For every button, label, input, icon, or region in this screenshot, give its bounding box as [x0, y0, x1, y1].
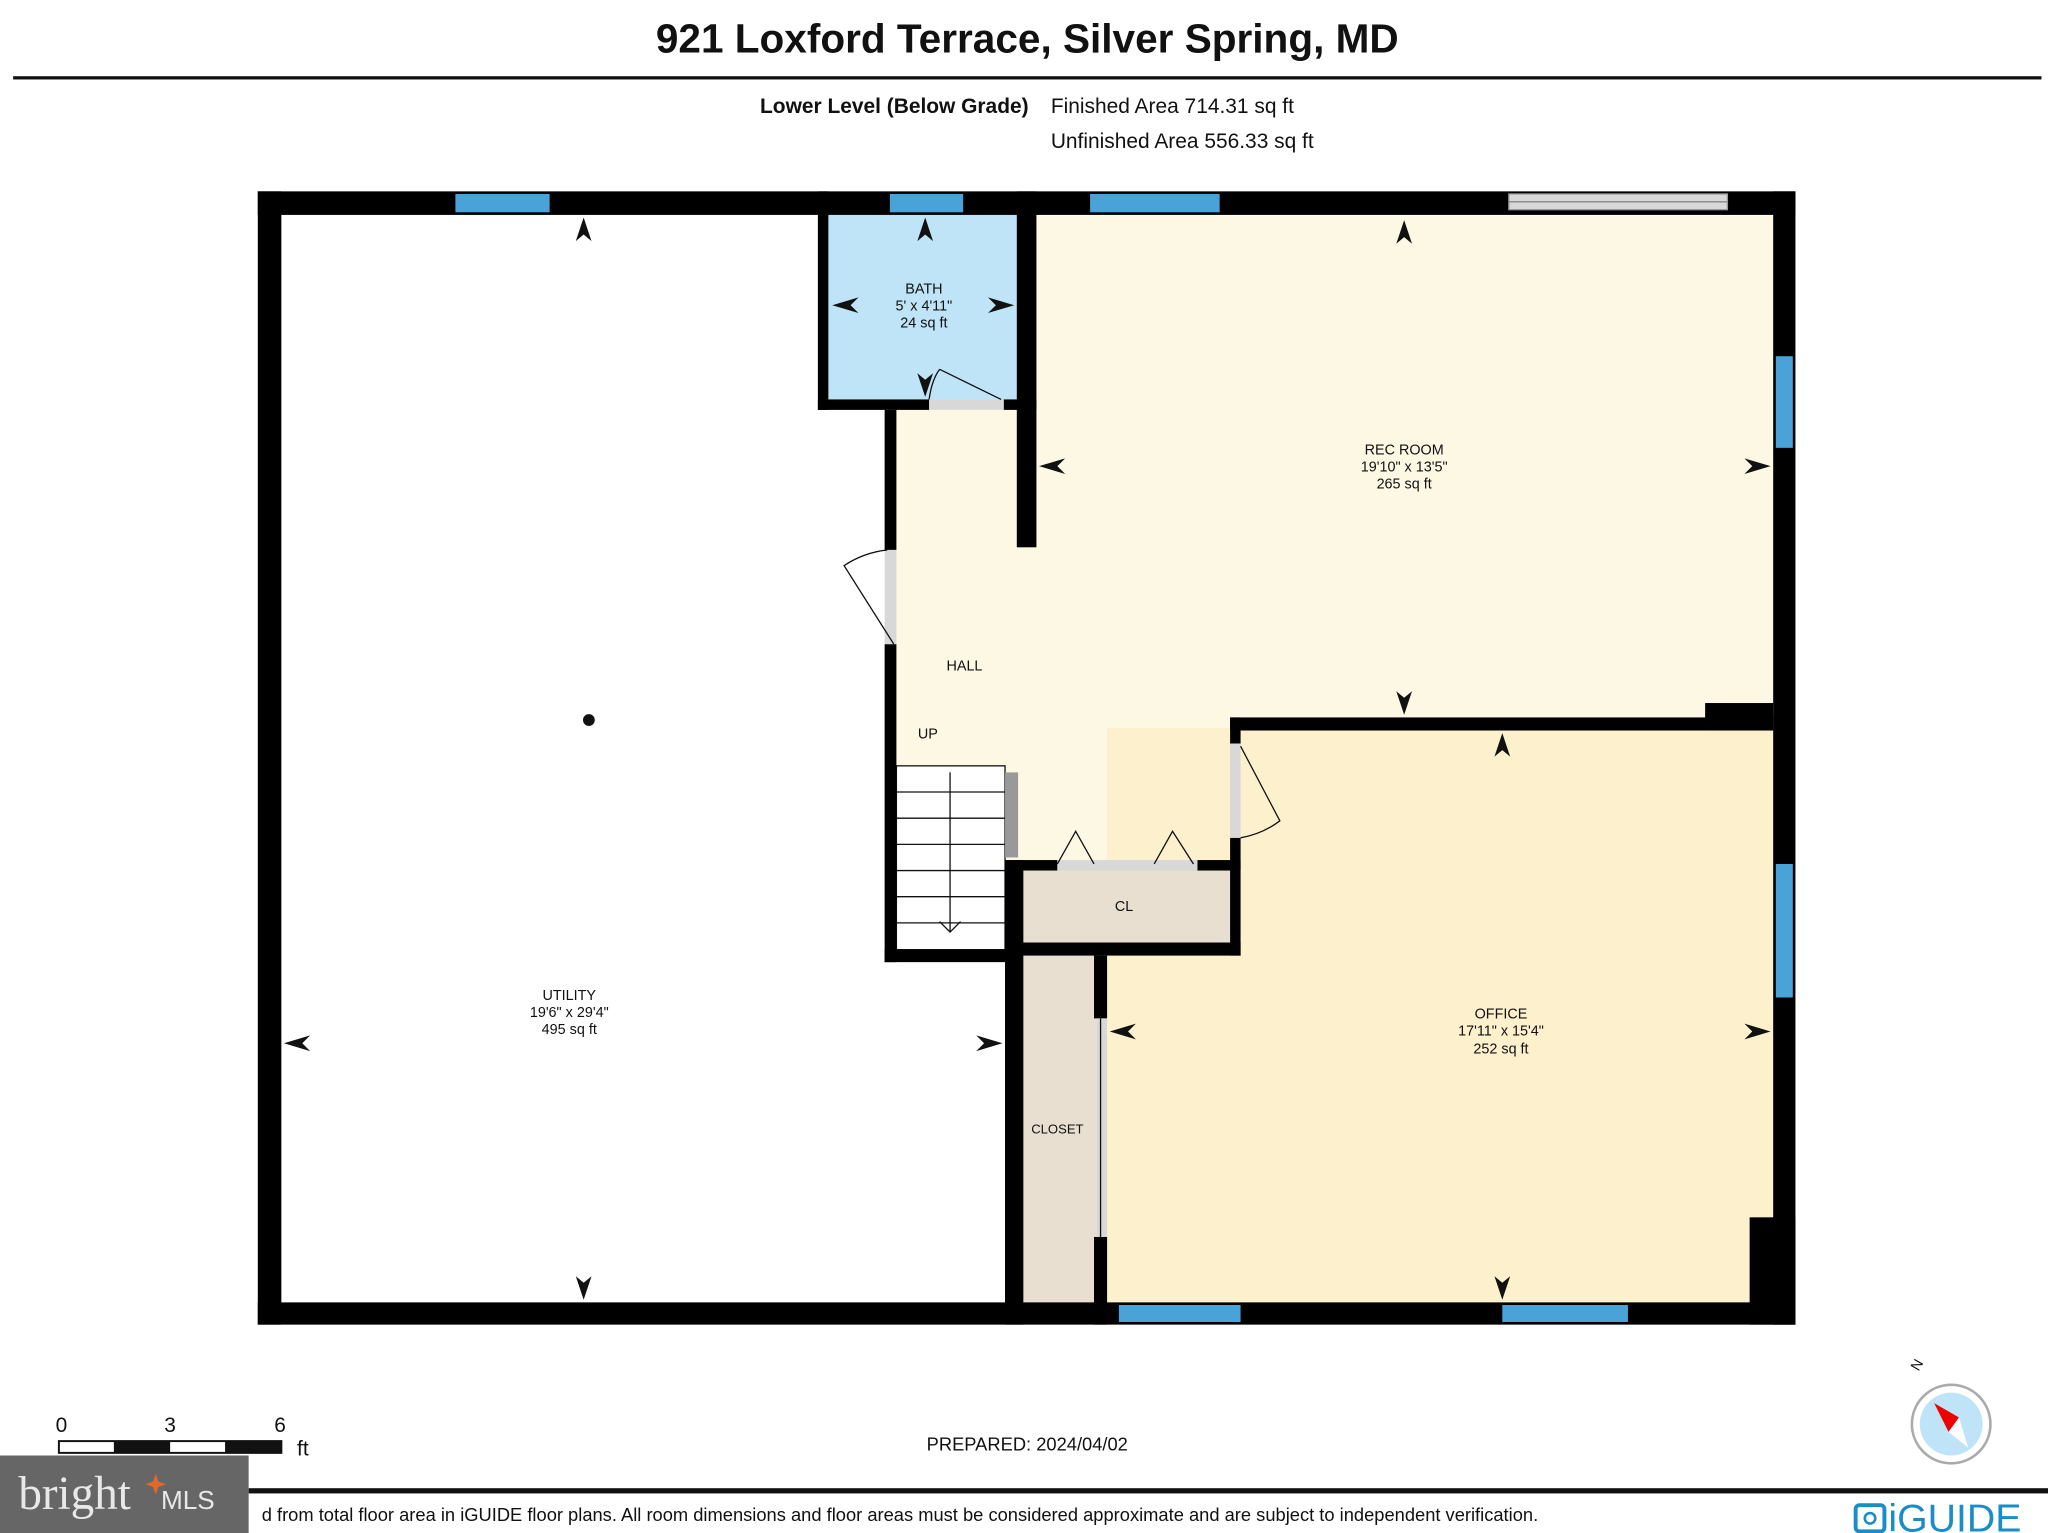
header-rule — [13, 76, 2042, 80]
footer-disclaimer: d from total floor area in iGUIDE floor … — [262, 1504, 1538, 1525]
prepared-date: PREPARED: 2024/04/02 — [927, 1433, 1128, 1454]
bath-name: BATH — [905, 281, 942, 297]
bright-mls-logo: bright MLS — [0, 1455, 249, 1533]
rec-room-hall-area — [896, 216, 1774, 864]
office-name: OFFICE — [1475, 1006, 1528, 1022]
scale-tick-3: 3 — [164, 1414, 176, 1437]
cl-name: CL — [1115, 899, 1133, 915]
svg-text:bright: bright — [18, 1468, 131, 1520]
office-room — [1107, 727, 1775, 1304]
stairs — [895, 765, 1019, 953]
compass-icon: N — [1908, 1357, 1992, 1465]
utility-area: 495 sq ft — [542, 1022, 597, 1038]
rec-room-area: 265 sq ft — [1377, 476, 1432, 492]
unfinished-area: Unfinished Area 556.33 sq ft — [1051, 130, 1314, 153]
column-marker — [582, 714, 595, 726]
level-label: Lower Level (Below Grade) — [760, 95, 1029, 118]
closet-name: CLOSET — [1031, 1122, 1083, 1137]
bath-room — [827, 213, 1020, 403]
utility-dims: 19'6" x 29'4" — [530, 1005, 609, 1021]
page-title: 921 Loxford Terrace, Silver Spring, MD — [656, 16, 1399, 62]
cl-closet — [1018, 867, 1233, 947]
hall-name: HALL — [946, 658, 982, 674]
closet-room — [1020, 952, 1097, 1304]
windows — [455, 193, 1793, 1323]
stairs-up-label: UP — [918, 726, 938, 742]
scale-unit: ft — [297, 1437, 309, 1460]
rec-room-dims: 19'10" x 13'5" — [1361, 459, 1448, 475]
office-dims: 17'11" x 15'4" — [1458, 1023, 1544, 1039]
walls — [257, 191, 1796, 1325]
footer-rule — [248, 1488, 2048, 1494]
scale-bar: 0 3 6 ft — [56, 1414, 309, 1461]
iguide-logo-text: iGUIDE — [1888, 1496, 2021, 1533]
utility-name: UTILITY — [542, 988, 596, 1004]
dimension-arrows — [283, 217, 1771, 1300]
bath-dims: 5' x 4'11" — [896, 298, 953, 314]
scale-tick-0: 0 — [56, 1414, 68, 1437]
iguide-logo: iGUIDE — [1853, 1496, 2021, 1533]
doors — [843, 193, 1729, 1237]
scale-tick-6: 6 — [274, 1414, 286, 1437]
bath-area: 24 sq ft — [900, 315, 947, 331]
office-area: 252 sq ft — [1473, 1042, 1528, 1058]
rec-room-name: REC ROOM — [1365, 442, 1444, 458]
finished-area: Finished Area 714.31 sq ft — [1051, 95, 1294, 118]
svg-text:MLS: MLS — [161, 1485, 215, 1515]
compass-north-label: N — [1908, 1357, 1927, 1374]
